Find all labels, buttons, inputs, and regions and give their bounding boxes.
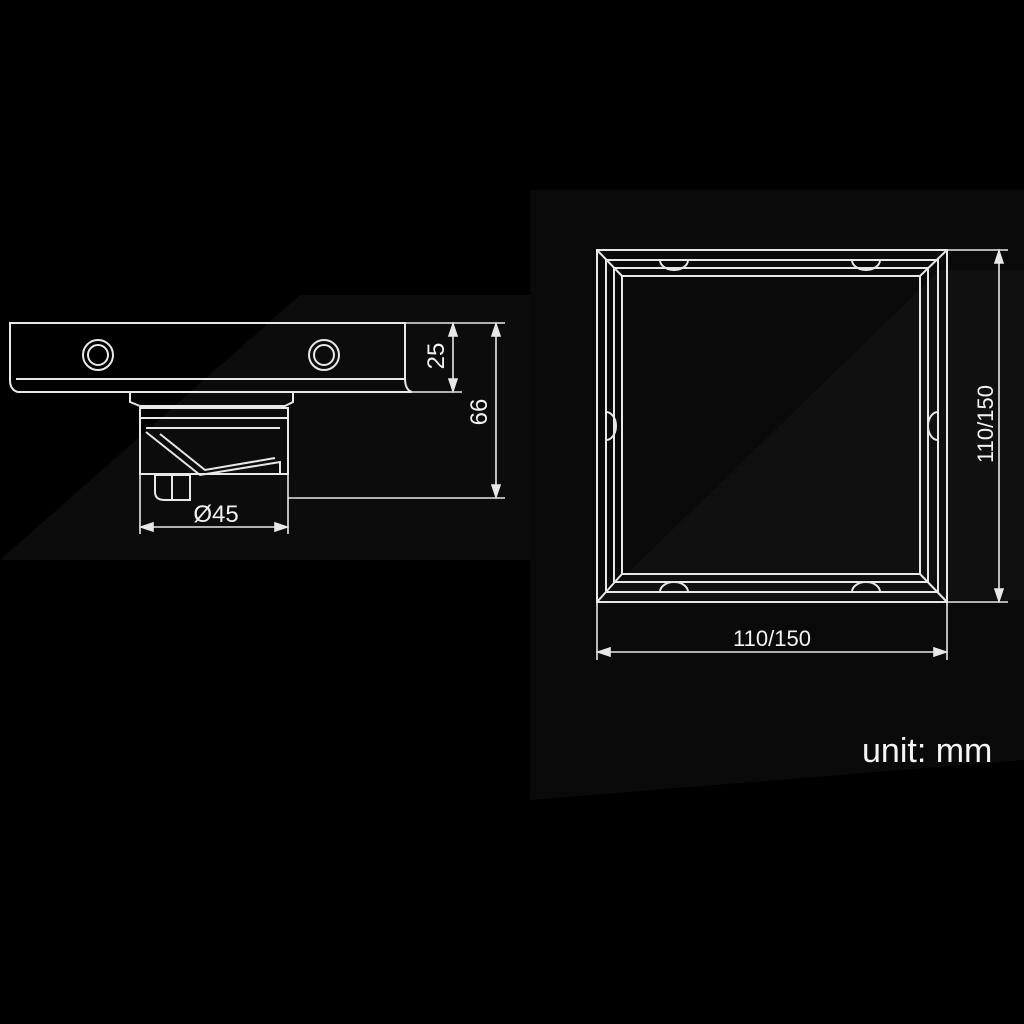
notch-top-left <box>659 259 689 271</box>
notch-left <box>605 411 617 441</box>
unit-label: unit: mm <box>862 732 993 770</box>
top-view <box>596 249 948 603</box>
notch-bottom-right <box>851 581 881 593</box>
dim-66-arrow-bottom <box>490 484 502 500</box>
bevel-br <box>919 573 948 603</box>
bevel-tr <box>919 249 948 277</box>
side-view-dimensions <box>138 321 505 534</box>
notch-bottom-left <box>659 581 689 593</box>
bevel-tl <box>596 249 623 277</box>
mounting-hole-right-inner <box>313 344 335 366</box>
top-view-outer-frame <box>596 249 948 603</box>
dim-label-25: 25 <box>423 343 450 370</box>
mounting-hole-right <box>308 339 340 371</box>
mounting-hole-left-inner <box>87 344 109 366</box>
dim-25-arrow-bottom <box>447 378 459 394</box>
neck-outline <box>129 392 294 407</box>
bevel-bl <box>596 573 623 603</box>
dim-25-arrow-top <box>447 321 459 337</box>
trap-flap-inner <box>159 433 276 472</box>
dim-45-arrow-left <box>138 521 154 533</box>
dim-66-arrow-top <box>490 321 502 337</box>
dim-horizontal-arrow-left <box>595 646 611 658</box>
dim-horizontal-arrow-right <box>933 646 949 658</box>
top-view-dimensions <box>595 248 1008 660</box>
outlet-nozzle <box>154 474 191 501</box>
dim-vertical-arrow-bottom <box>993 588 1005 604</box>
top-view-tray <box>621 275 921 575</box>
notch-top-right <box>851 259 881 271</box>
background-shade-diagonal <box>600 270 1024 600</box>
mounting-hole-left <box>82 339 114 371</box>
dim-label-top-height: 110/150 <box>973 385 998 463</box>
dim-45-arrow-right <box>274 521 290 533</box>
trap-body <box>139 407 289 475</box>
dim-label-66: 66 <box>466 399 493 426</box>
notch-right <box>927 411 939 441</box>
dim-vertical-arrow-top <box>993 248 1005 264</box>
trap-flap <box>145 431 281 477</box>
dim-label-diameter-45: Ø45 <box>193 501 238 528</box>
dim-label-top-width: 110/150 <box>733 626 811 651</box>
side-view <box>9 322 413 501</box>
top-view-inner-frame-1 <box>605 259 939 593</box>
